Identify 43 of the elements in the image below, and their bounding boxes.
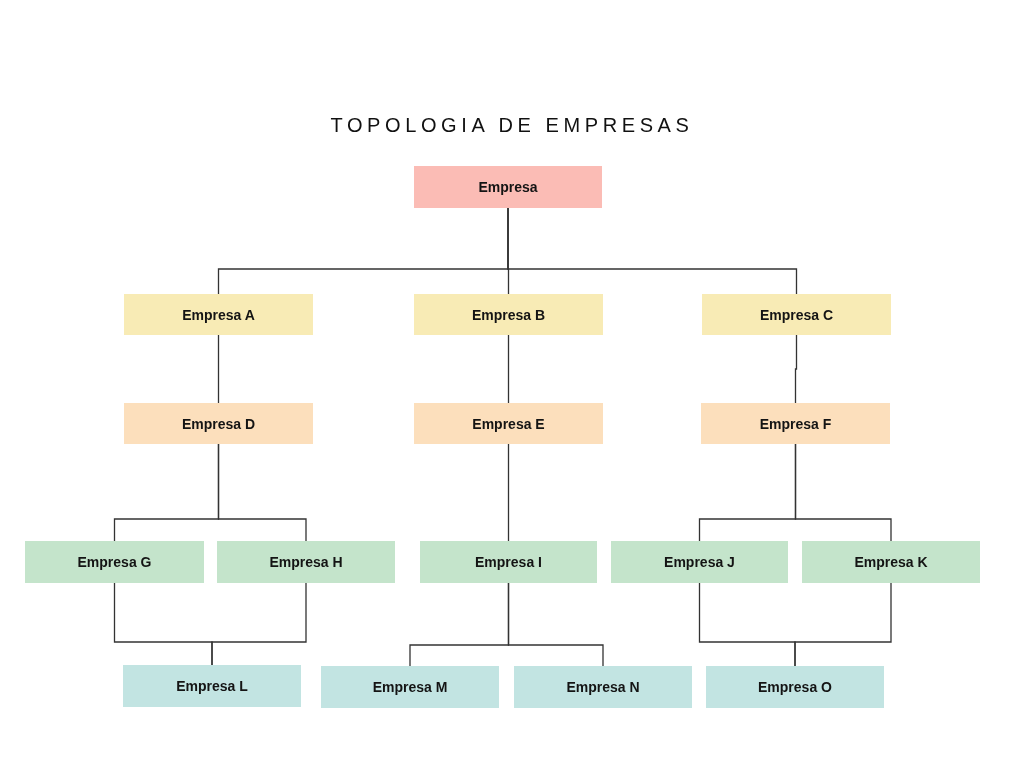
company-box — [802, 541, 980, 583]
company-box — [702, 294, 891, 335]
company-name: Empresa L — [176, 678, 248, 694]
company-name: Empresa B — [471, 306, 546, 323]
company-name: Empresa F — [759, 415, 832, 432]
company-name: Empresa D — [181, 415, 256, 432]
connector-line — [211, 582, 307, 666]
connector-line — [507, 582, 604, 667]
company-name: Empresa C — [759, 306, 834, 323]
company-box — [217, 541, 395, 583]
company-name: Empresa N — [566, 679, 640, 695]
company-name: Empresa J — [664, 554, 735, 570]
company-box — [124, 294, 313, 335]
company-box — [25, 541, 204, 583]
connector-line — [507, 443, 510, 542]
connector-line — [507, 334, 510, 404]
company-box — [124, 403, 313, 444]
company-name: Empresa K — [854, 554, 928, 570]
connector-line — [507, 207, 798, 295]
connector-line — [794, 334, 798, 404]
company-box — [420, 541, 597, 583]
company-box — [414, 166, 602, 208]
company-box — [414, 294, 603, 335]
company-box — [706, 666, 884, 708]
company-box — [701, 403, 890, 444]
diagram-title: TOPOLOGIA DE EMPRESAS — [330, 114, 694, 136]
company-box — [321, 666, 499, 708]
connector-line — [794, 443, 892, 542]
company-name: Empresa M — [372, 679, 448, 695]
company-name: Empresa — [478, 179, 538, 195]
company-name: Empresa H — [269, 554, 343, 570]
connector-line — [217, 443, 307, 542]
company-name: Empresa E — [472, 415, 545, 432]
connector-line — [794, 582, 892, 667]
company-name: Empresa I — [475, 554, 542, 570]
company-box — [414, 403, 603, 444]
connector-line — [217, 334, 220, 404]
company-box — [611, 541, 788, 583]
company-name: Empresa O — [758, 679, 832, 695]
company-box — [514, 666, 692, 708]
company-box — [123, 665, 301, 707]
company-name: Empresa G — [77, 554, 152, 570]
company-name: Empresa A — [182, 306, 255, 323]
